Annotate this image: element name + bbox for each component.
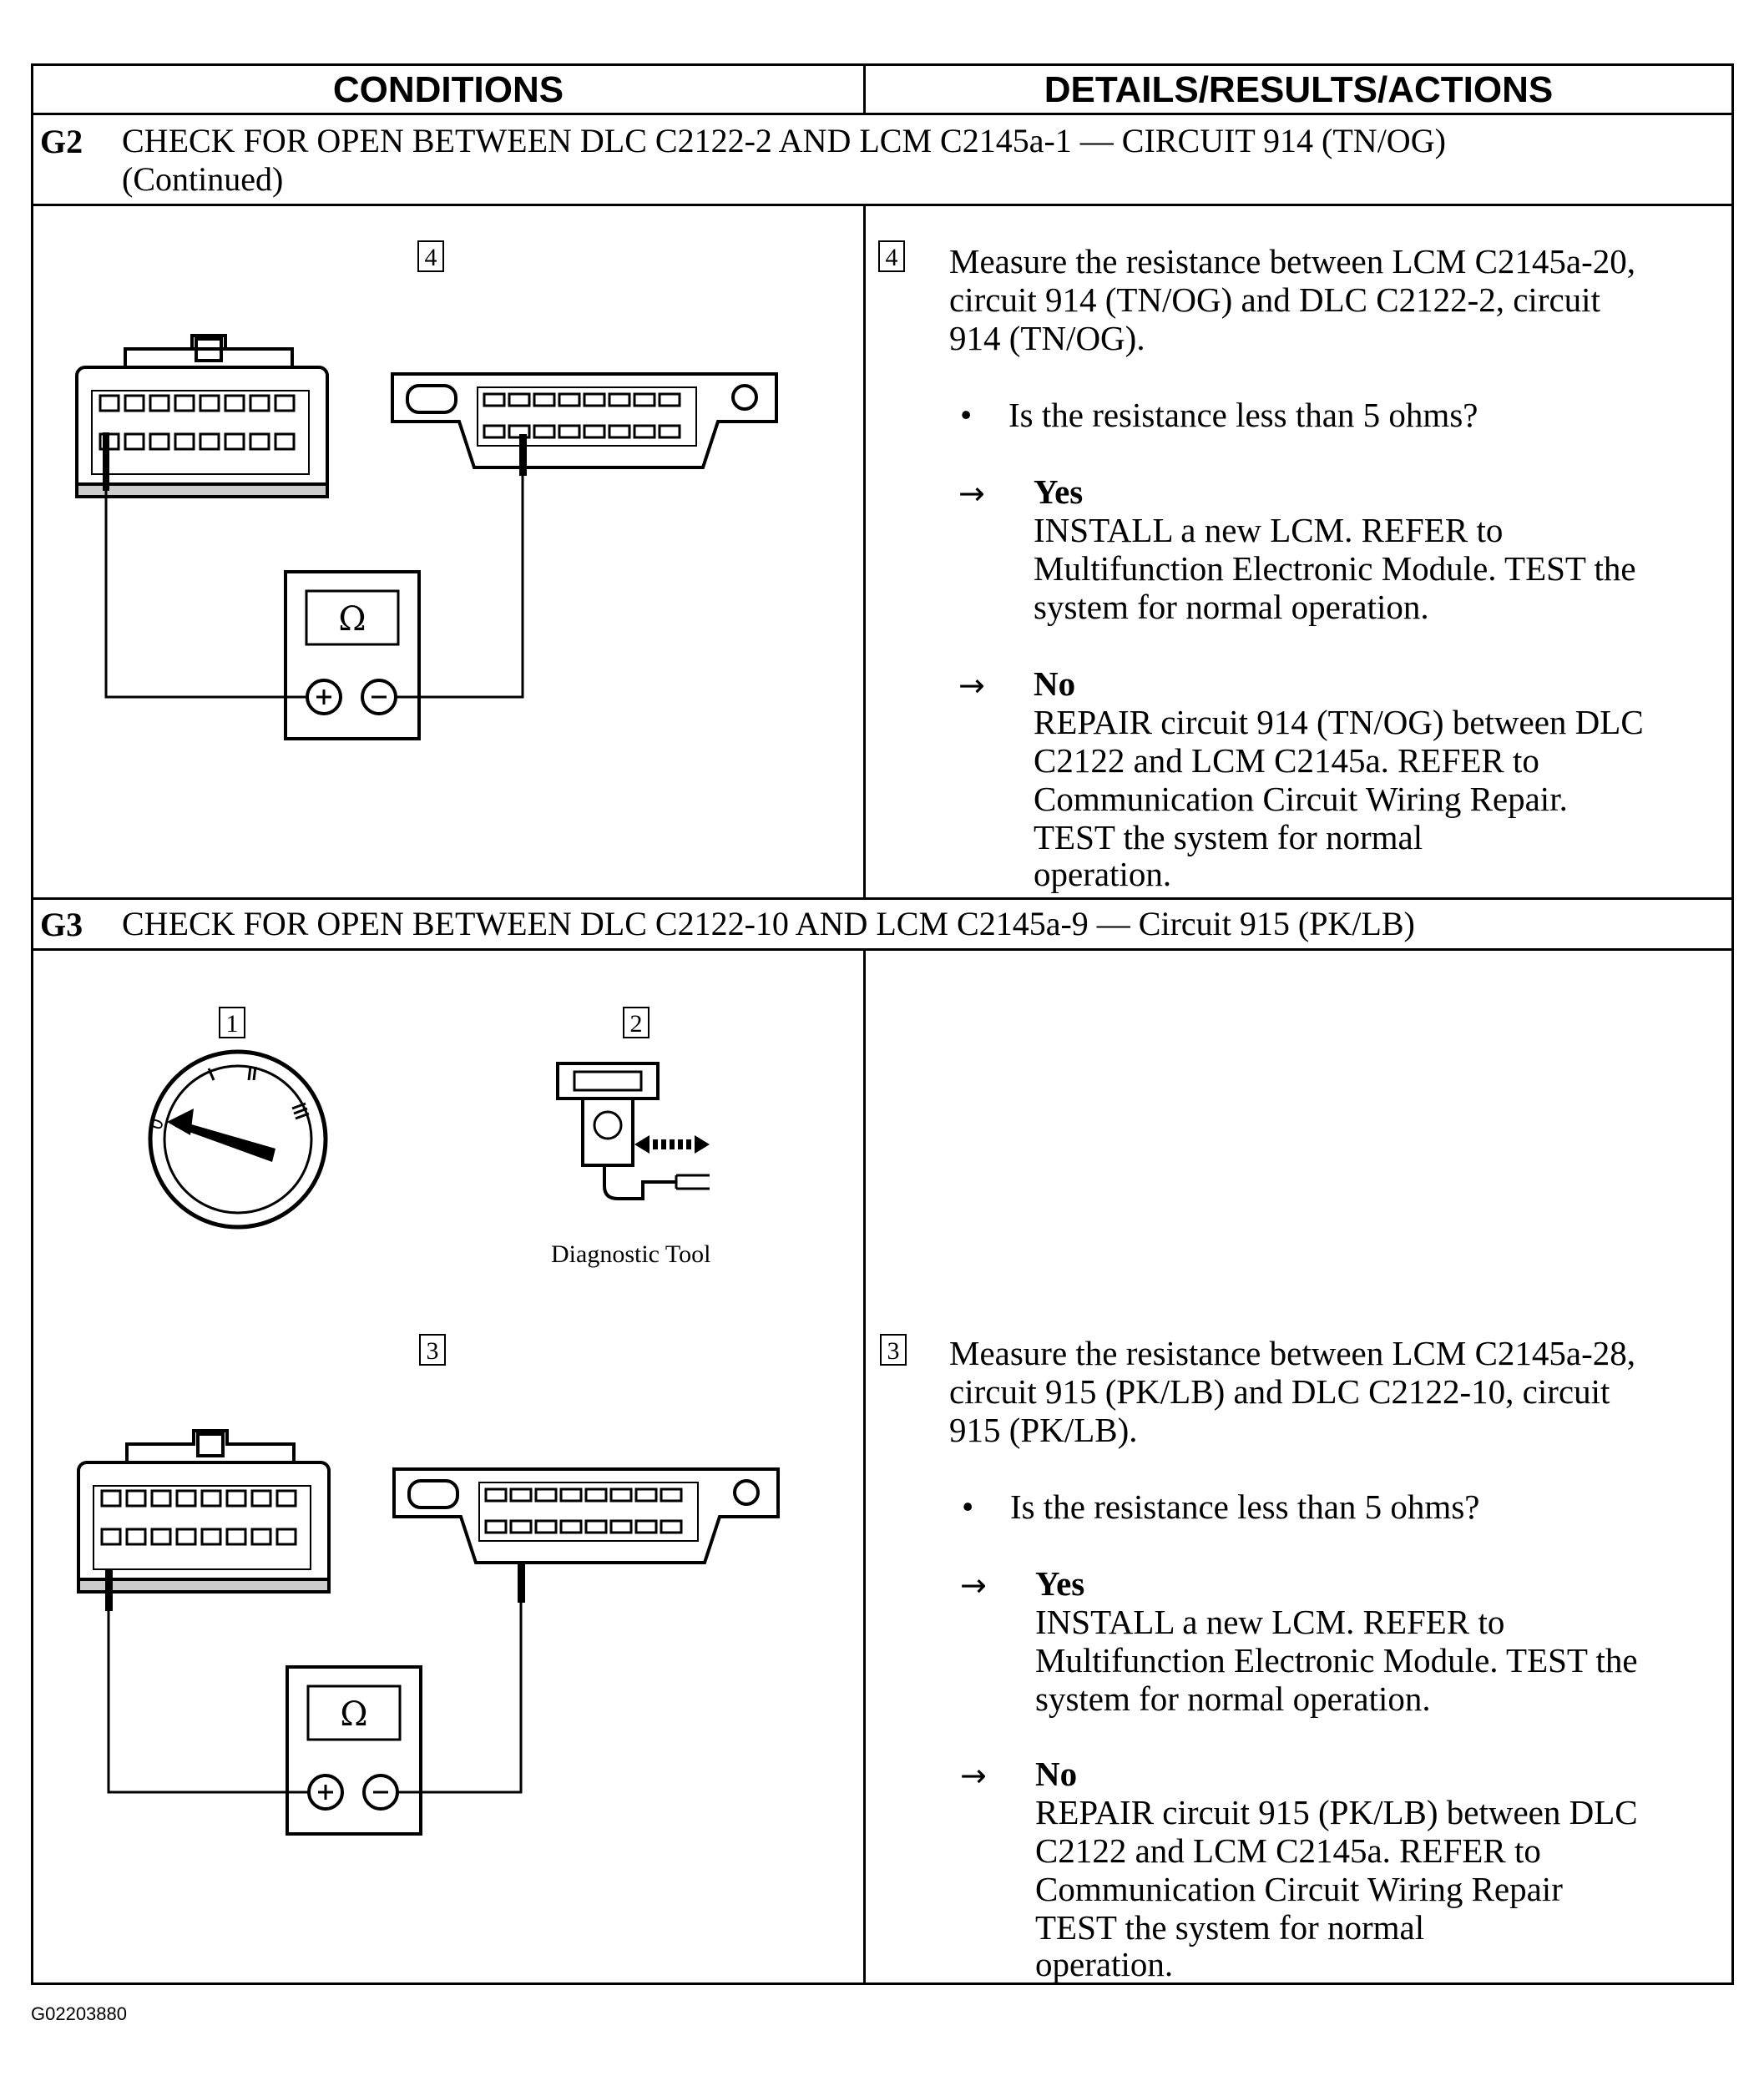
g3-step-id: G3	[40, 906, 83, 943]
g3-step3-instruction-line-3: 915 (PK/LB).	[949, 1411, 1138, 1449]
g3-title-divider	[31, 948, 1734, 951]
g3-no-line-1: REPAIR circuit 915 (PK/LB) between DLC	[1035, 1793, 1638, 1831]
g2-yes-line-1: INSTALL a new LCM. REFER to	[1034, 511, 1504, 549]
g3-step3-instruction-line-2: circuit 915 (PK/LB) and DLC C2122-10, ci…	[949, 1372, 1610, 1411]
g2-step4-instruction-line-3: 914 (TN/OG).	[949, 319, 1145, 357]
lcm-connector-icon	[75, 334, 329, 498]
g2-no-line-1: REPAIR circuit 914 (TN/OG) between DLC	[1034, 703, 1644, 741]
ohm-symbol: Ω	[340, 1695, 367, 1734]
g2-yes-arrow-icon: →	[958, 475, 985, 512]
g2-no-arrow-icon: →	[958, 667, 985, 704]
g3-top-divider	[31, 897, 1734, 900]
details-header: DETAILS/RESULTS/ACTIONS	[1044, 69, 1554, 110]
conditions-header: CONDITIONS	[332, 69, 564, 110]
g3-no-arrow-icon: →	[960, 1757, 987, 1794]
g3-yes-label: Yes	[1035, 1564, 1085, 1603]
diagnostic-tool-caption: Diagnostic Tool	[551, 1240, 711, 1268]
lcm-connector-icon	[77, 1429, 331, 1594]
g3-question-bullet: •	[962, 1487, 974, 1526]
ohm-symbol: Ω	[338, 600, 366, 639]
g2-title-continued: (Continued)	[122, 160, 284, 198]
g3-question: Is the resistance less than 5 ohms?	[1010, 1487, 1480, 1526]
dlc-pin-rows	[483, 392, 681, 439]
g3-step3-diagram-number-box: 3	[419, 1334, 446, 1366]
test-lead-probes	[105, 1561, 525, 1611]
g3-yes-arrow-icon: →	[960, 1567, 987, 1604]
g2-column-divider	[863, 204, 866, 899]
g3-no-line-2: C2122 and LCM C2145a. REFER to	[1035, 1831, 1541, 1870]
g2-step4-instruction-line-2: circuit 914 (TN/OG) and DLC C2122-2, cir…	[949, 280, 1600, 319]
lcm-pin-rows	[100, 1489, 297, 1546]
test-lead-wires	[107, 1603, 523, 1794]
g2-yes-line-2: Multifunction Electronic Module. TEST th…	[1034, 549, 1636, 588]
g3-no-line-4: TEST the system for normal	[1035, 1908, 1425, 1947]
dlc-pin-rows	[484, 1487, 683, 1534]
g3-step2-number-box: 2	[623, 1007, 649, 1038]
figure-code: G02203880	[31, 2003, 127, 2024]
g2-question: Is the resistance less than 5 ohms?	[1008, 396, 1478, 434]
g3-step1-number-box: 1	[219, 1007, 245, 1038]
g2-no-label: No	[1034, 664, 1076, 703]
g3-measurement-diagram: Ω	[77, 1429, 780, 1836]
dlc-connector-icon	[391, 372, 778, 469]
header-divider	[31, 113, 1734, 115]
g2-measurement-diagram: Ω	[75, 334, 778, 740]
ohmmeter-icon	[286, 1665, 422, 1836]
g3-column-divider	[863, 948, 866, 1985]
g2-step4-instruction-line-1: Measure the resistance between LCM C2145…	[949, 242, 1636, 280]
g2-no-line-5: operation.	[1034, 855, 1172, 893]
g3-title: CHECK FOR OPEN BETWEEN DLC C2122-10 AND …	[122, 905, 1415, 942]
g3-yes-line-3: system for normal operation.	[1035, 1679, 1431, 1718]
g2-yes-line-3: system for normal operation.	[1034, 588, 1429, 626]
test-lead-wires	[104, 476, 524, 699]
g2-no-line-4: TEST the system for normal	[1034, 818, 1423, 856]
g3-step3-number-box: 3	[880, 1334, 907, 1366]
diagnostic-tool-icon	[556, 1062, 710, 1200]
g2-title: CHECK FOR OPEN BETWEEN DLC C2122-2 AND L…	[122, 122, 1446, 159]
g2-step4-number-box: 4	[878, 240, 905, 272]
g2-step-id: G2	[40, 123, 83, 160]
header-column-divider	[863, 63, 866, 114]
g3-no-label: No	[1035, 1755, 1078, 1793]
g2-no-line-3: Communication Circuit Wiring Repair.	[1034, 780, 1568, 818]
lcm-pin-row-top	[99, 394, 296, 412]
g2-yes-label: Yes	[1034, 472, 1084, 511]
g3-yes-line-1: INSTALL a new LCM. REFER to	[1035, 1603, 1505, 1641]
g2-no-line-2: C2122 and LCM C2145a. REFER to	[1034, 741, 1539, 780]
g3-no-line-5: operation.	[1035, 1945, 1174, 1983]
g3-no-line-3: Communication Circuit Wiring Repair	[1035, 1870, 1563, 1908]
g2-question-bullet: •	[960, 396, 973, 434]
g2-step-number-box: 4	[417, 240, 444, 272]
dlc-connector-icon	[392, 1467, 780, 1564]
procedure-table	[31, 63, 1734, 1985]
test-lead-probes	[103, 432, 527, 491]
g3-step3-instruction-line-1: Measure the resistance between LCM C2145…	[949, 1334, 1636, 1372]
g3-yes-line-2: Multifunction Electronic Module. TEST th…	[1035, 1641, 1638, 1679]
ignition-switch-icon: 0	[145, 1049, 328, 1230]
ohmmeter-icon	[284, 570, 421, 740]
g2-title-divider	[31, 204, 1734, 206]
